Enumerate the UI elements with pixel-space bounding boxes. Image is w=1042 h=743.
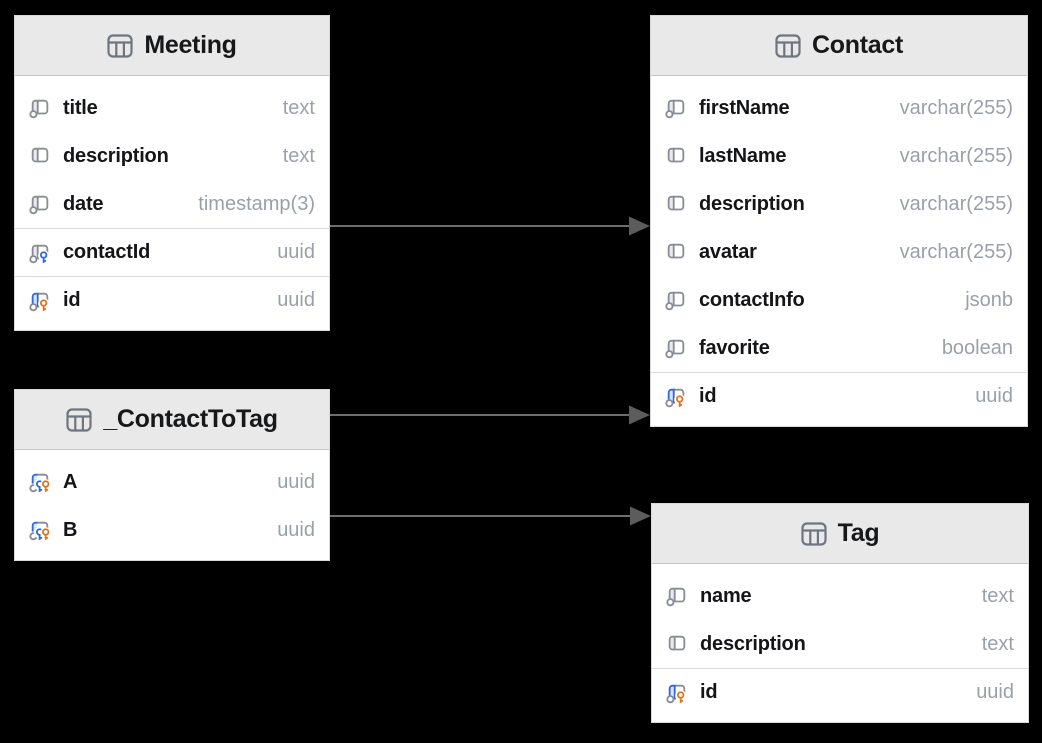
primary-key-icon: [29, 289, 52, 313]
column-row-contactId[interactable]: contactId uuid: [15, 228, 329, 276]
column-nullable-icon: [665, 96, 688, 120]
column-icon: [29, 144, 52, 168]
table-title: Tag: [837, 519, 880, 547]
table-contact-to-tag[interactable]: _ContactToTag A uuid B uuid: [14, 389, 330, 561]
arrowhead-icon: [629, 405, 650, 425]
relation-contacttotag-to-tag: [330, 506, 651, 526]
column-icon: [665, 192, 688, 216]
column-row-id[interactable]: id uuid: [652, 668, 1028, 716]
column-name: date: [63, 192, 104, 215]
table-header[interactable]: Tag: [652, 504, 1028, 564]
column-type: text: [282, 144, 315, 167]
column-row-description[interactable]: description text: [15, 132, 329, 180]
column-row-avatar[interactable]: avatar varchar(255): [651, 228, 1027, 276]
table-body: firstName varchar(255) lastName varchar(…: [651, 76, 1027, 426]
table-body: title text description text date timesta…: [15, 76, 329, 330]
table-tag[interactable]: Tag name text description text id uuid: [651, 503, 1029, 723]
relation-contacttotag-to-contact: [330, 405, 650, 425]
table-body: name text description text id uuid: [652, 564, 1028, 722]
column-row-id[interactable]: id uuid: [651, 372, 1027, 420]
column-type: timestamp(3): [198, 192, 315, 215]
column-name: description: [699, 192, 805, 215]
foreign-key-icon: [29, 241, 52, 265]
column-name: favorite: [699, 336, 770, 359]
relation-meeting-to-contact: [330, 216, 650, 236]
column-row-description[interactable]: description varchar(255): [651, 180, 1027, 228]
column-name: B: [63, 518, 78, 541]
column-row-firstName[interactable]: firstName varchar(255): [651, 84, 1027, 132]
column-nullable-icon: [665, 336, 688, 360]
column-type: text: [981, 584, 1014, 607]
table-grid-icon: [66, 407, 92, 432]
column-type: varchar(255): [899, 240, 1013, 263]
column-name: firstName: [699, 96, 790, 119]
column-name: A: [63, 470, 78, 493]
column-name: description: [700, 632, 806, 655]
column-type: varchar(255): [899, 96, 1013, 119]
column-type: jsonb: [965, 288, 1013, 311]
table-grid-icon: [801, 521, 827, 546]
table-body: A uuid B uuid: [15, 450, 329, 560]
column-name: id: [699, 385, 717, 407]
table-title: Contact: [812, 31, 903, 59]
column-name: id: [63, 289, 81, 311]
column-nullable-icon: [665, 288, 688, 312]
column-row-name[interactable]: name text: [652, 572, 1028, 620]
column-row-id[interactable]: id uuid: [15, 276, 329, 324]
column-row-B[interactable]: B uuid: [15, 506, 329, 554]
column-name: title: [63, 96, 98, 119]
arrowhead-icon: [629, 216, 650, 236]
table-meeting[interactable]: Meeting title text description text date…: [14, 15, 330, 331]
table-header[interactable]: Meeting: [15, 16, 329, 76]
table-contact[interactable]: Contact firstName varchar(255) lastName …: [650, 15, 1028, 427]
column-type: uuid: [277, 241, 315, 263]
column-icon: [665, 240, 688, 264]
column-name: avatar: [699, 240, 757, 263]
column-type: uuid: [976, 681, 1014, 703]
column-type: varchar(255): [899, 192, 1013, 215]
column-type: uuid: [277, 518, 315, 541]
column-row-date[interactable]: date timestamp(3): [15, 180, 329, 228]
column-name: lastName: [699, 144, 787, 167]
column-nullable-icon: [29, 96, 52, 120]
column-row-lastName[interactable]: lastName varchar(255): [651, 132, 1027, 180]
column-row-A[interactable]: A uuid: [15, 458, 329, 506]
column-name: contactId: [63, 241, 151, 263]
column-name: contactInfo: [699, 288, 805, 311]
column-icon: [665, 144, 688, 168]
column-type: text: [981, 632, 1014, 655]
column-nullable-icon: [29, 192, 52, 216]
column-type: uuid: [975, 385, 1013, 407]
composite-key-icon: [29, 470, 52, 494]
column-row-title[interactable]: title text: [15, 84, 329, 132]
column-name: description: [63, 144, 169, 167]
column-row-favorite[interactable]: favorite boolean: [651, 324, 1027, 372]
table-header[interactable]: _ContactToTag: [15, 390, 329, 450]
primary-key-icon: [665, 385, 688, 409]
column-name: name: [700, 584, 752, 607]
column-name: id: [700, 681, 718, 703]
column-nullable-icon: [666, 584, 689, 608]
column-type: uuid: [277, 289, 315, 311]
table-header[interactable]: Contact: [651, 16, 1027, 76]
column-icon: [666, 632, 689, 656]
composite-key-icon: [29, 518, 52, 542]
column-row-contactInfo[interactable]: contactInfo jsonb: [651, 276, 1027, 324]
column-type: uuid: [277, 470, 315, 493]
arrowhead-icon: [630, 506, 651, 526]
table-title: _ContactToTag: [103, 405, 278, 433]
column-type: text: [282, 96, 315, 119]
primary-key-icon: [666, 681, 689, 705]
table-grid-icon: [107, 33, 133, 58]
table-grid-icon: [775, 33, 801, 58]
column-row-description[interactable]: description text: [652, 620, 1028, 668]
column-type: varchar(255): [899, 144, 1013, 167]
column-type: boolean: [941, 336, 1013, 359]
table-title: Meeting: [144, 31, 237, 59]
